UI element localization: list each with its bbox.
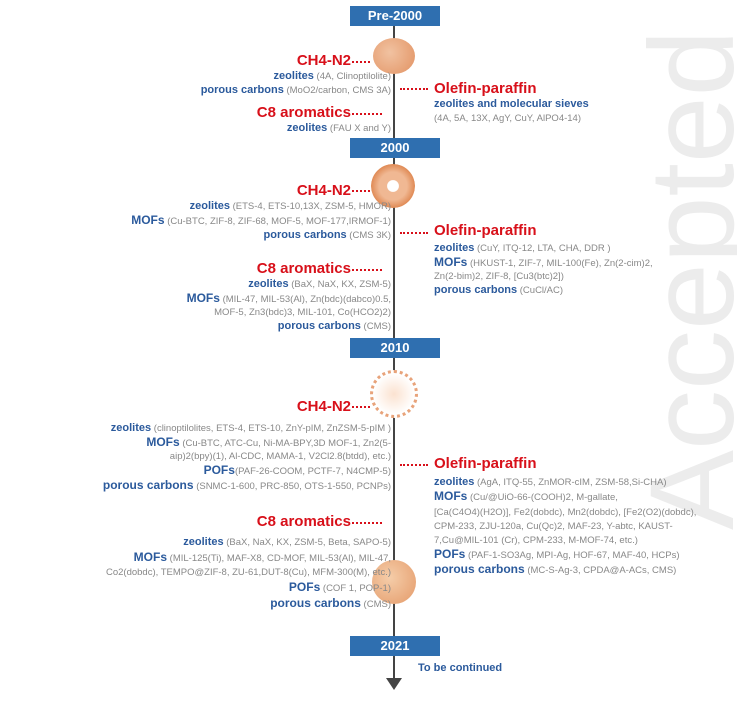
sphere-icon — [373, 38, 415, 74]
olefin-mofs-cont-1: [Ca(C4O4)(H2O)], Fe2(dobdc), Mn2(dobdc),… — [434, 507, 697, 518]
year-box-2010: 2010 — [350, 338, 440, 358]
ch4-n2-heading: CH4-N2 — [296, 182, 351, 199]
cage-icon — [370, 370, 418, 418]
ch4-porous-carbons: porous carbons (MoO2/carbon, CMS 3A) — [200, 84, 391, 96]
ch4-pofs: POFs(PAF-26-COOM, PCTF-7, N4CMP-5) — [203, 463, 391, 477]
c8-zeolites: zeolites (FAU X and Y) — [286, 122, 391, 134]
connector-line — [352, 113, 382, 115]
molecule-sphere-icon — [372, 560, 416, 604]
olefin-mofs-cont-3: 7,Cu@MIL-101 (Cr), CPM-233, M-MOF-74, et… — [434, 535, 638, 546]
c8-aromatics-heading: C8 aromatics — [256, 260, 351, 277]
ch4-zeolites: zeolites (clinoptilolites, ETS-4, ETS-10… — [110, 422, 391, 434]
cluster-icon — [371, 164, 415, 208]
accepted-watermark: Accepted — [625, 29, 737, 531]
ch4-mofs: MOFs (Cu-BTC, ZIF-8, ZIF-68, MOF-5, MOF-… — [131, 213, 391, 227]
ch4-n2-heading: CH4-N2 — [296, 398, 351, 415]
connector-line — [400, 88, 428, 90]
c8-porous-carbons: porous carbons (CMS) — [277, 320, 391, 332]
c8-aromatics-heading: C8 aromatics — [256, 513, 351, 530]
olefin-detail: (4A, 5A, 13X, AgY, CuY, AlPO4-14) — [434, 113, 581, 124]
olefin-zeolites: zeolites (AgA, ITQ-55, ZnMOR-cIM, ZSM-58… — [434, 476, 667, 488]
ch4-mofs: MOFs (Cu-BTC, ATC-Cu, Ni-MA-BPY,3D MOF-1… — [146, 435, 391, 449]
c8-mofs: MOFs (MIL-125(Ti), MAF-X8, CD-MOF, MIL-5… — [133, 550, 391, 564]
connector-line — [400, 464, 428, 466]
c8-mofs: MOFs (MIL-47, MIL-53(Al), Zn(bdc)(dabco)… — [186, 291, 391, 305]
ch4-n2-heading: CH4-N2 — [296, 52, 351, 69]
olefin-mofs-cont: Zn(2-bim)2, ZIF-8, [Cu3(btc)2]) — [434, 271, 564, 282]
c8-porous-carbons: porous carbons (CMS) — [270, 596, 391, 610]
c8-pofs: POFs (COF 1, POP-1) — [288, 580, 391, 594]
olefin-zeolites-molsieves: zeolites and molecular sieves — [434, 98, 589, 110]
olefin-paraffin-heading: Olefin-paraffin — [434, 222, 537, 239]
olefin-porous-carbons: porous carbons (MC-S-Ag-3, CPDA@A-ACs, C… — [434, 562, 677, 576]
olefin-paraffin-heading: Olefin-paraffin — [434, 455, 537, 472]
ch4-zeolites: zeolites (ETS-4, ETS-10,13X, ZSM-5, HMOR… — [189, 200, 391, 212]
c8-aromatics-heading: C8 aromatics — [256, 104, 351, 121]
connector-line — [352, 61, 370, 63]
connector-line — [352, 406, 370, 408]
c8-mofs-cont: Co2(dobdc), TEMPO@ZIF-8, ZU-61,DUT-8(Cu)… — [105, 567, 391, 578]
ch4-mofs-cont: aip)2(bpy)(1), Al-CDC, MAMA-1, V2Cl2.8(b… — [169, 451, 391, 462]
ch4-zeolites: zeolites (4A, Clinoptilolite) — [273, 70, 391, 82]
connector-line — [352, 269, 382, 271]
year-box-2000: 2000 — [350, 138, 440, 158]
olefin-mofs: MOFs (HKUST-1, ZIF-7, MIL-100(Fe), Zn(2-… — [434, 255, 653, 269]
olefin-mofs: MOFs (Cu/@UiO-66-(COOH)2, M-gallate, — [434, 489, 618, 503]
year-box-2021: 2021 — [350, 636, 440, 656]
connector-line — [400, 232, 428, 234]
connector-line — [352, 190, 370, 192]
ch4-porous-carbons: porous carbons (SNMC-1-600, PRC-850, OTS… — [102, 478, 391, 492]
olefin-mofs-cont-2: CPM-233, ZJU-120a, Cu(Qc)2, MAF-23, Y-ab… — [434, 521, 673, 532]
continue-label: To be continued — [418, 662, 503, 674]
timeline-arrow-icon — [386, 678, 402, 690]
connector-line — [352, 522, 382, 524]
year-box-pre-2000: Pre-2000 — [350, 6, 440, 26]
olefin-pofs: POFs (PAF-1-SO3Ag, MPI-Ag, HOF-67, MAF-4… — [434, 547, 680, 561]
olefin-zeolites: zeolites (CuY, ITQ-12, LTA, CHA, DDR ) — [434, 242, 611, 254]
c8-mofs-cont: MOF-5, Zn3(bdc)3, MIL-101, Co(HCO2)2) — [214, 307, 391, 318]
c8-zeolites: zeolites (BaX, NaX, KX, ZSM-5, Beta, SAP… — [183, 536, 391, 548]
olefin-porous-carbons: porous carbons (CuCl/AC) — [434, 284, 564, 296]
ch4-porous-carbons: porous carbons (CMS 3K) — [263, 229, 391, 241]
c8-zeolites: zeolites (BaX, NaX, KX, ZSM-5) — [248, 278, 391, 290]
olefin-paraffin-heading: Olefin-paraffin — [434, 80, 537, 97]
